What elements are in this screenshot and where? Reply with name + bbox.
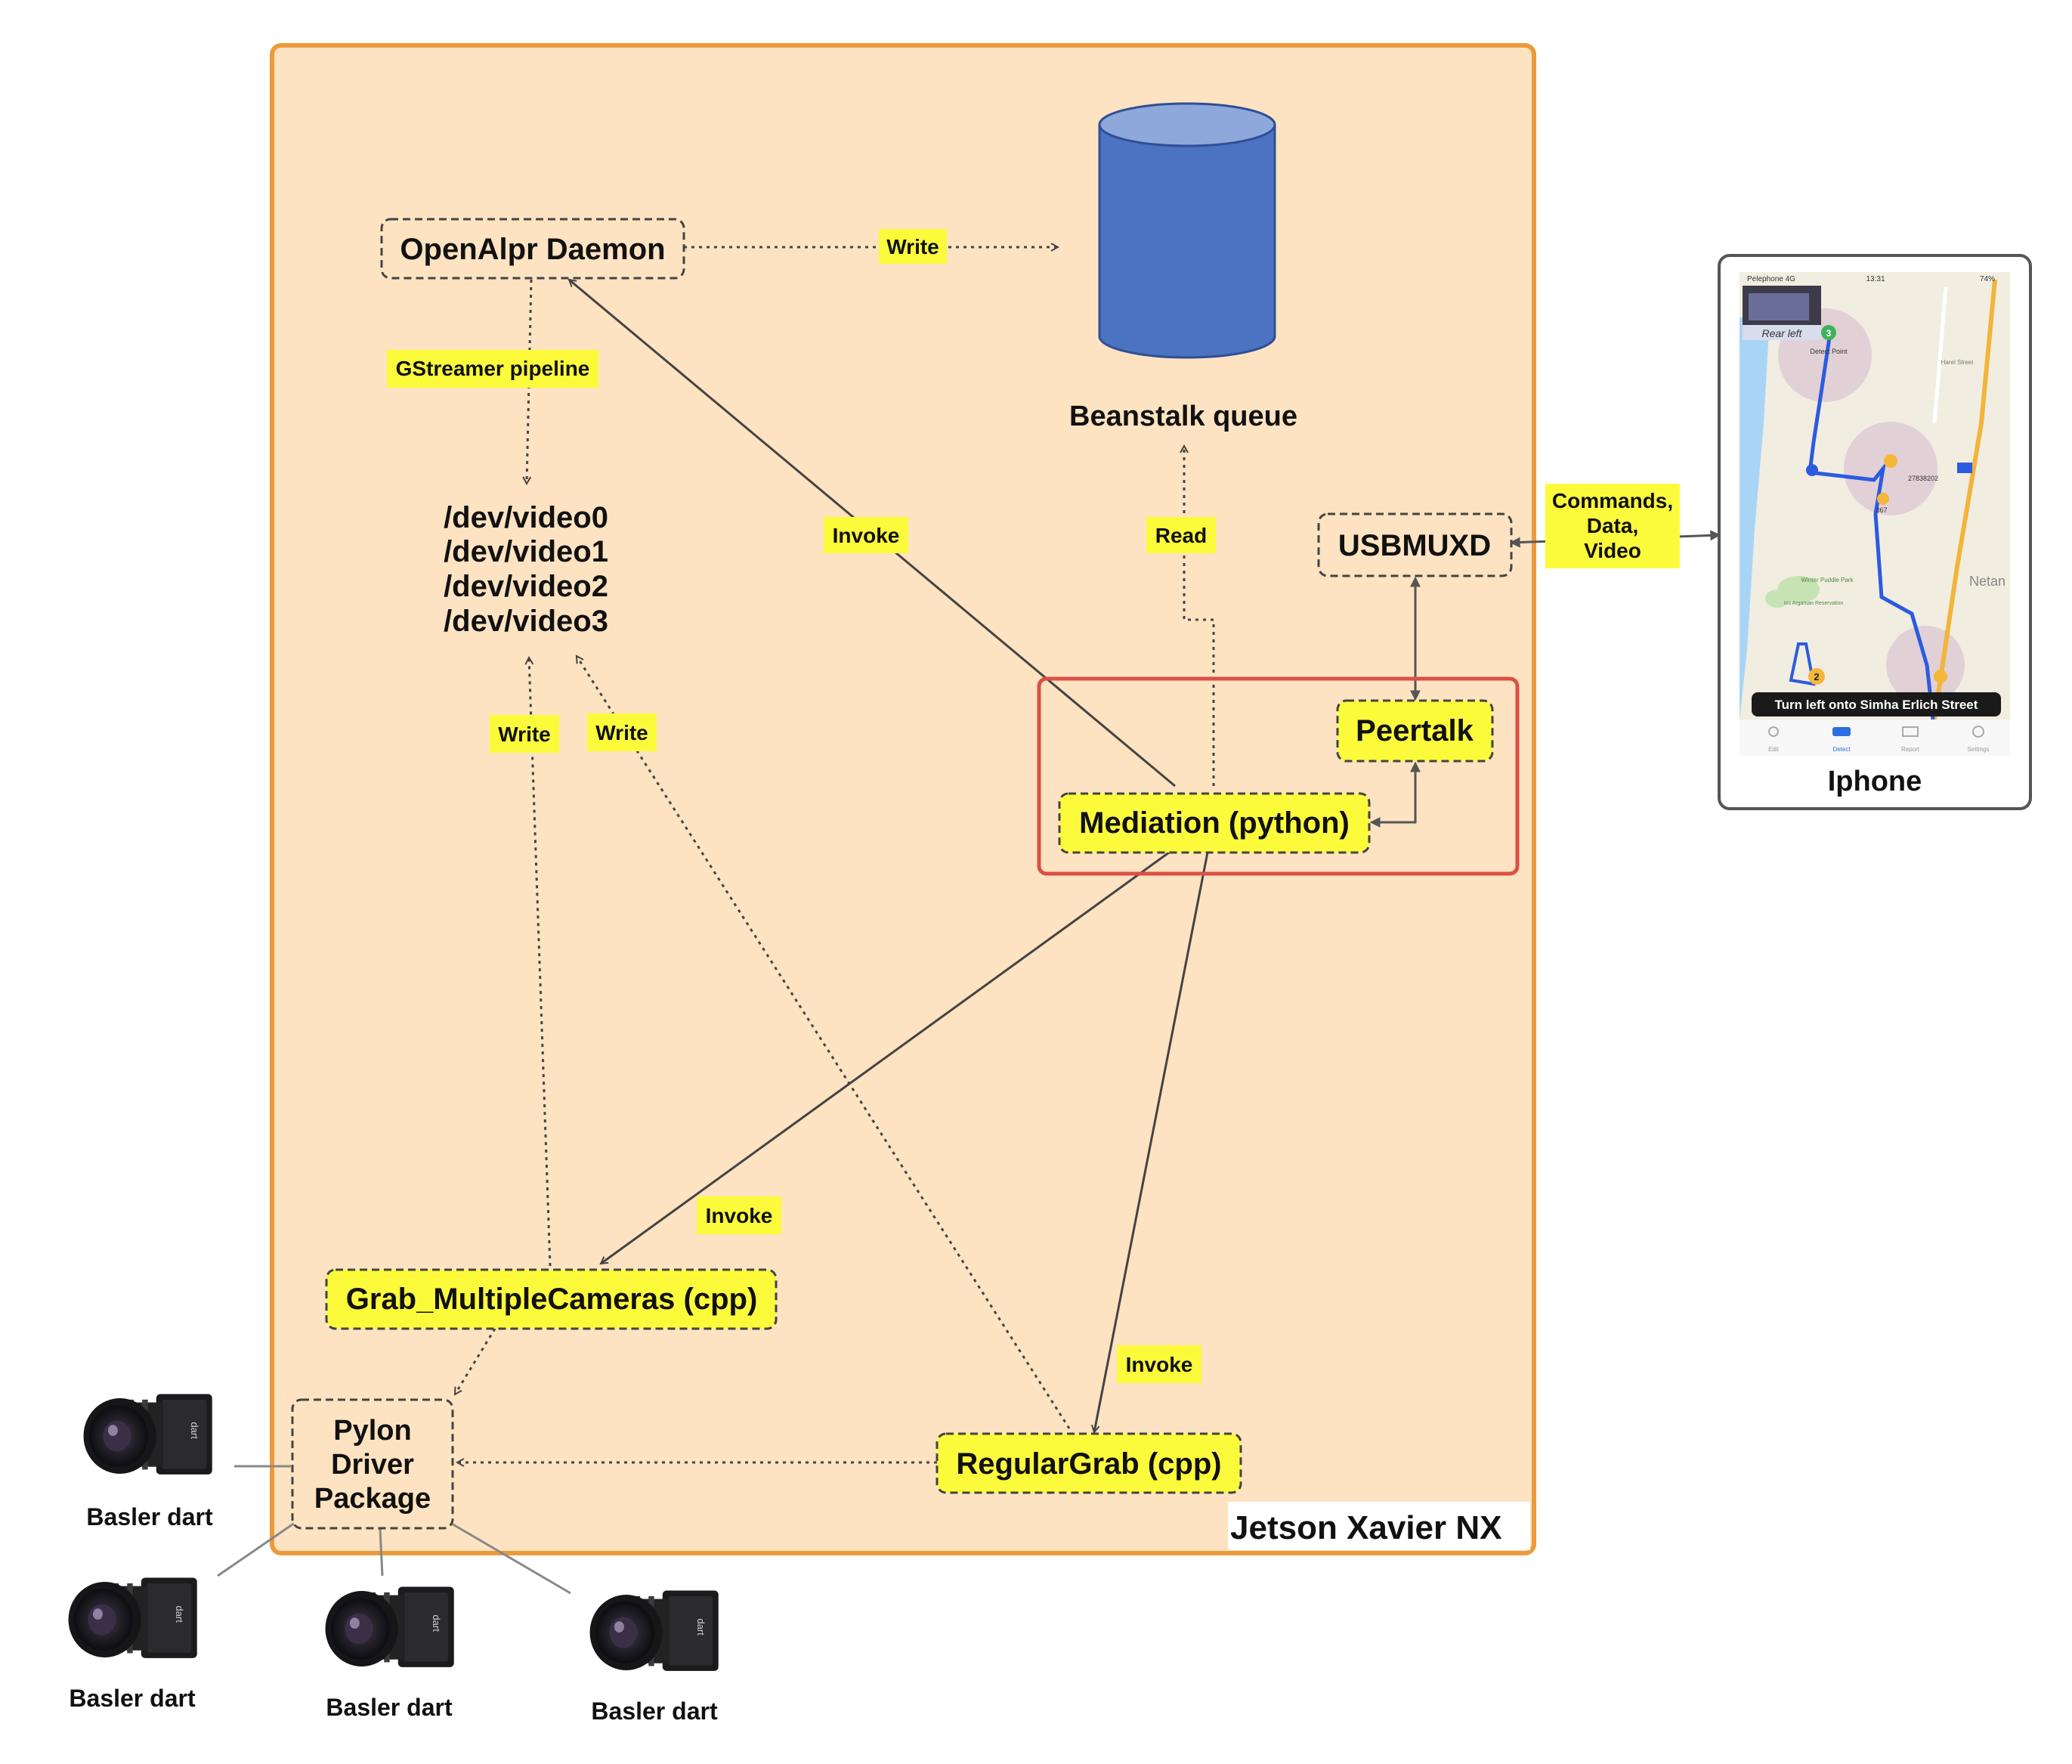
beanstalk-label: Beanstalk queue [1069, 401, 1297, 432]
cam-link-2 [217, 1521, 295, 1577]
jetson-title-bg [1228, 1502, 1530, 1550]
svg-text:Invoke: Invoke [1126, 1353, 1193, 1376]
svg-text:Data,: Data, [1587, 514, 1638, 537]
video3-label: /dev/video3 [444, 605, 608, 638]
video0-label: /dev/video0 [444, 501, 608, 534]
pylon-label-1: Pylon [333, 1415, 411, 1447]
svg-text:Invoke: Invoke [706, 1204, 773, 1227]
phone-marker-367: 367 [1876, 506, 1887, 514]
camera-4-label: Basler dart [591, 1697, 718, 1725]
edge-peertalk-mediation [1369, 761, 1421, 828]
label-write-regular: Write [587, 713, 657, 751]
camera-3: Basler dart [325, 1586, 454, 1721]
camera-2: Basler dart [68, 1577, 197, 1712]
iphone-node[interactable]: Pelephone 4G 13:31 74% Rear left 3 Detec… [1718, 254, 2032, 810]
phone-city-label: Netan [1969, 574, 2006, 589]
jetson-title: Jetson Xavier NX [1230, 1509, 1502, 1546]
peertalk-label: Peertalk [1356, 714, 1474, 747]
phone-instruction-banner [1752, 692, 2001, 716]
iphone-label: Iphone [1828, 766, 1922, 797]
pylon-node[interactable]: Pylon Driver Package [291, 1398, 454, 1530]
edge-mediation-grabmultiple [601, 851, 1170, 1265]
phone-reserve-label: Iris Argaman Reservation [1784, 601, 1844, 606]
label-write-queue: Write [879, 229, 947, 264]
svg-text:Write: Write [498, 723, 551, 746]
edge-mediation-regulargrab [1094, 852, 1209, 1432]
phone-status-carrier: Pelephone 4G [1747, 275, 1795, 283]
phone-screen: Pelephone 4G 13:31 74% Rear left 3 Detec… [1740, 272, 2010, 756]
usbmuxd-node[interactable]: USBMUXD [1317, 512, 1513, 577]
phone-instruction: Turn left onto Simha Erlich Street [1775, 698, 1978, 712]
phone-overlay-label: Rear left [1762, 327, 1803, 339]
phone-tab-edit-label: Edit [1768, 746, 1780, 753]
phone-marker-count: 3 [1826, 328, 1832, 339]
svg-text:GStreamer pipeline: GStreamer pipeline [396, 357, 590, 380]
label-gstreamer: GStreamer pipeline [387, 350, 598, 388]
phone-plate-number: 27838202 [1908, 475, 1938, 482]
camera-3-label: Basler dart [326, 1694, 453, 1721]
edge-regulargrab-video [575, 656, 1071, 1429]
camera-4: Basler dart [589, 1590, 719, 1725]
label-phone-link: Commands, Data, Video [1545, 484, 1680, 568]
phone-marker-count-2: 2 [1814, 671, 1819, 682]
camera-2-label: Basler dart [69, 1685, 196, 1712]
svg-text:Video: Video [1584, 539, 1641, 562]
phone-park-label: Winter Puddle Park [1801, 577, 1854, 583]
edge-grabmultiple-pylon [453, 1328, 496, 1394]
openalpr-label: OpenAlpr Daemon [400, 233, 665, 266]
mediation-group-highlight [1037, 676, 1520, 876]
label-invoke-regular: Invoke [1117, 1345, 1201, 1383]
svg-text:Invoke: Invoke [833, 524, 900, 547]
video-devices-node: /dev/video0 /dev/video1 /dev/video2 /dev… [444, 501, 608, 638]
phone-tab-edit[interactable]: Edit [1768, 726, 1780, 753]
label-invoke-openalpr: Invoke [824, 517, 908, 553]
svg-text:Write: Write [595, 721, 648, 744]
phone-tab-settings[interactable]: Settings [1968, 726, 1990, 753]
pylon-label-3: Package [314, 1483, 431, 1515]
pylon-label-2: Driver [331, 1449, 414, 1481]
camera-1: Basler dart [83, 1394, 213, 1530]
video2-label: /dev/video2 [444, 570, 608, 603]
phone-status-battery: 74% [1980, 275, 1995, 283]
grab-multiple-node[interactable]: Grab_MultipleCameras (cpp) [325, 1268, 778, 1330]
camera-1-label: Basler dart [86, 1503, 213, 1530]
phone-tab-detect[interactable]: Detect [1832, 727, 1851, 753]
edge-grabmultiple-video [529, 658, 552, 1267]
openalpr-node[interactable]: OpenAlpr Daemon [380, 218, 685, 280]
phone-tab-settings-label: Settings [1968, 746, 1990, 753]
label-invoke-grab-multiple: Invoke [697, 1196, 781, 1234]
jetson-container [270, 43, 1536, 1555]
phone-status-time: 13:31 [1866, 275, 1885, 283]
phone-tab-report-label: Report [1901, 746, 1920, 753]
cam-link-3 [379, 1528, 384, 1577]
grab-multiple-label: Grab_MultipleCameras (cpp) [346, 1283, 758, 1316]
phone-street-label: Harel Street [1941, 359, 1974, 366]
database-icon [1098, 102, 1276, 359]
phone-tab-report[interactable]: Report [1901, 726, 1920, 753]
phone-detect-point: Detect Point [1810, 348, 1848, 355]
svg-text:Read: Read [1155, 524, 1207, 547]
cam-link-4 [450, 1521, 571, 1595]
svg-text:Write: Write [886, 235, 939, 258]
label-read-queue: Read [1146, 517, 1216, 553]
regular-grab-node[interactable]: RegularGrab (cpp) [935, 1432, 1242, 1494]
regular-grab-label: RegularGrab (cpp) [956, 1447, 1221, 1481]
mediation-node[interactable]: Mediation (python) [1058, 792, 1371, 854]
mediation-label: Mediation (python) [1079, 806, 1350, 840]
svg-text:Commands,: Commands, [1552, 489, 1673, 512]
peertalk-node[interactable]: Peertalk [1336, 699, 1494, 763]
phone-tab-detect-label: Detect [1832, 746, 1851, 753]
label-write-grab-multiple: Write [490, 715, 559, 753]
video1-label: /dev/video1 [444, 535, 608, 568]
usbmuxd-label: USBMUXD [1338, 529, 1491, 562]
